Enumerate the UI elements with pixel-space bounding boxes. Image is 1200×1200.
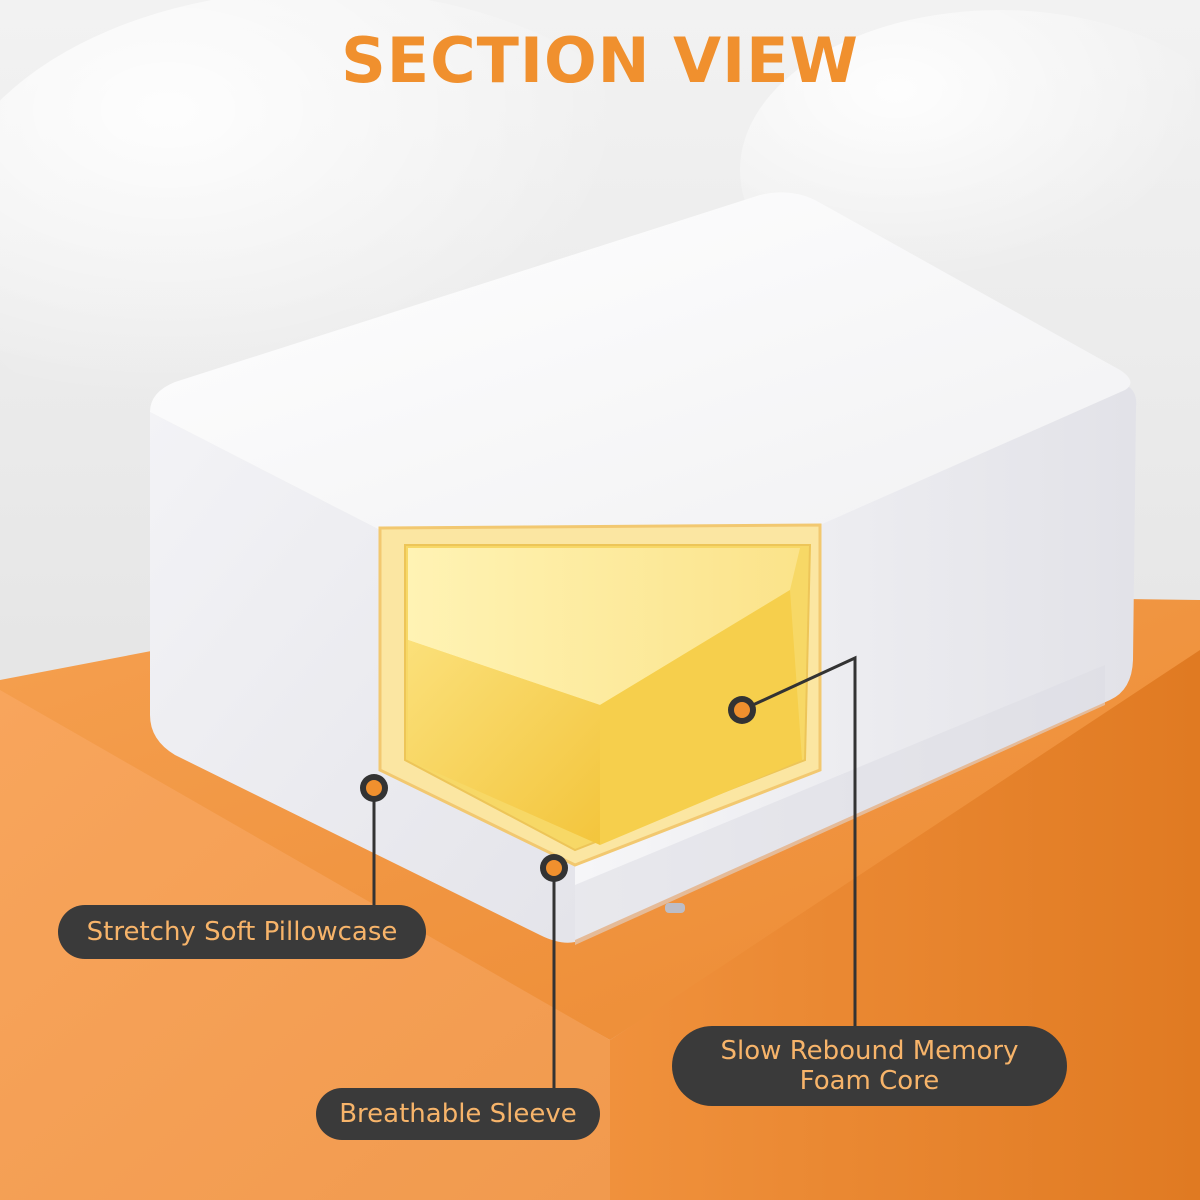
label-core: Slow Rebound Memory Foam Core <box>672 1026 1067 1106</box>
label-pillowcase-text: Stretchy Soft Pillowcase <box>86 917 398 947</box>
cushion-front-face <box>150 412 575 943</box>
zipper-pull <box>665 903 685 913</box>
callout-line-core <box>741 655 857 1045</box>
callout-dot-sleeve <box>540 854 568 882</box>
foam-front-wedge <box>408 640 600 845</box>
label-pillowcase: Stretchy Soft Pillowcase <box>58 905 426 959</box>
cushion-bottom-band <box>575 665 1105 945</box>
foam-right-wedge <box>600 590 802 845</box>
label-core-text-line2: Foam Core <box>799 1066 940 1096</box>
callout-dot-pillowcase <box>360 774 388 802</box>
label-sleeve: Breathable Sleeve <box>316 1088 600 1140</box>
label-sleeve-text: Breathable Sleeve <box>339 1099 577 1129</box>
cushion-top-face <box>150 192 1131 530</box>
label-core-text-line1: Slow Rebound Memory <box>720 1036 1019 1066</box>
foam-top-wedge <box>408 548 800 705</box>
callout-dot-core <box>728 696 756 724</box>
page-title: SECTION VIEW <box>341 24 859 97</box>
